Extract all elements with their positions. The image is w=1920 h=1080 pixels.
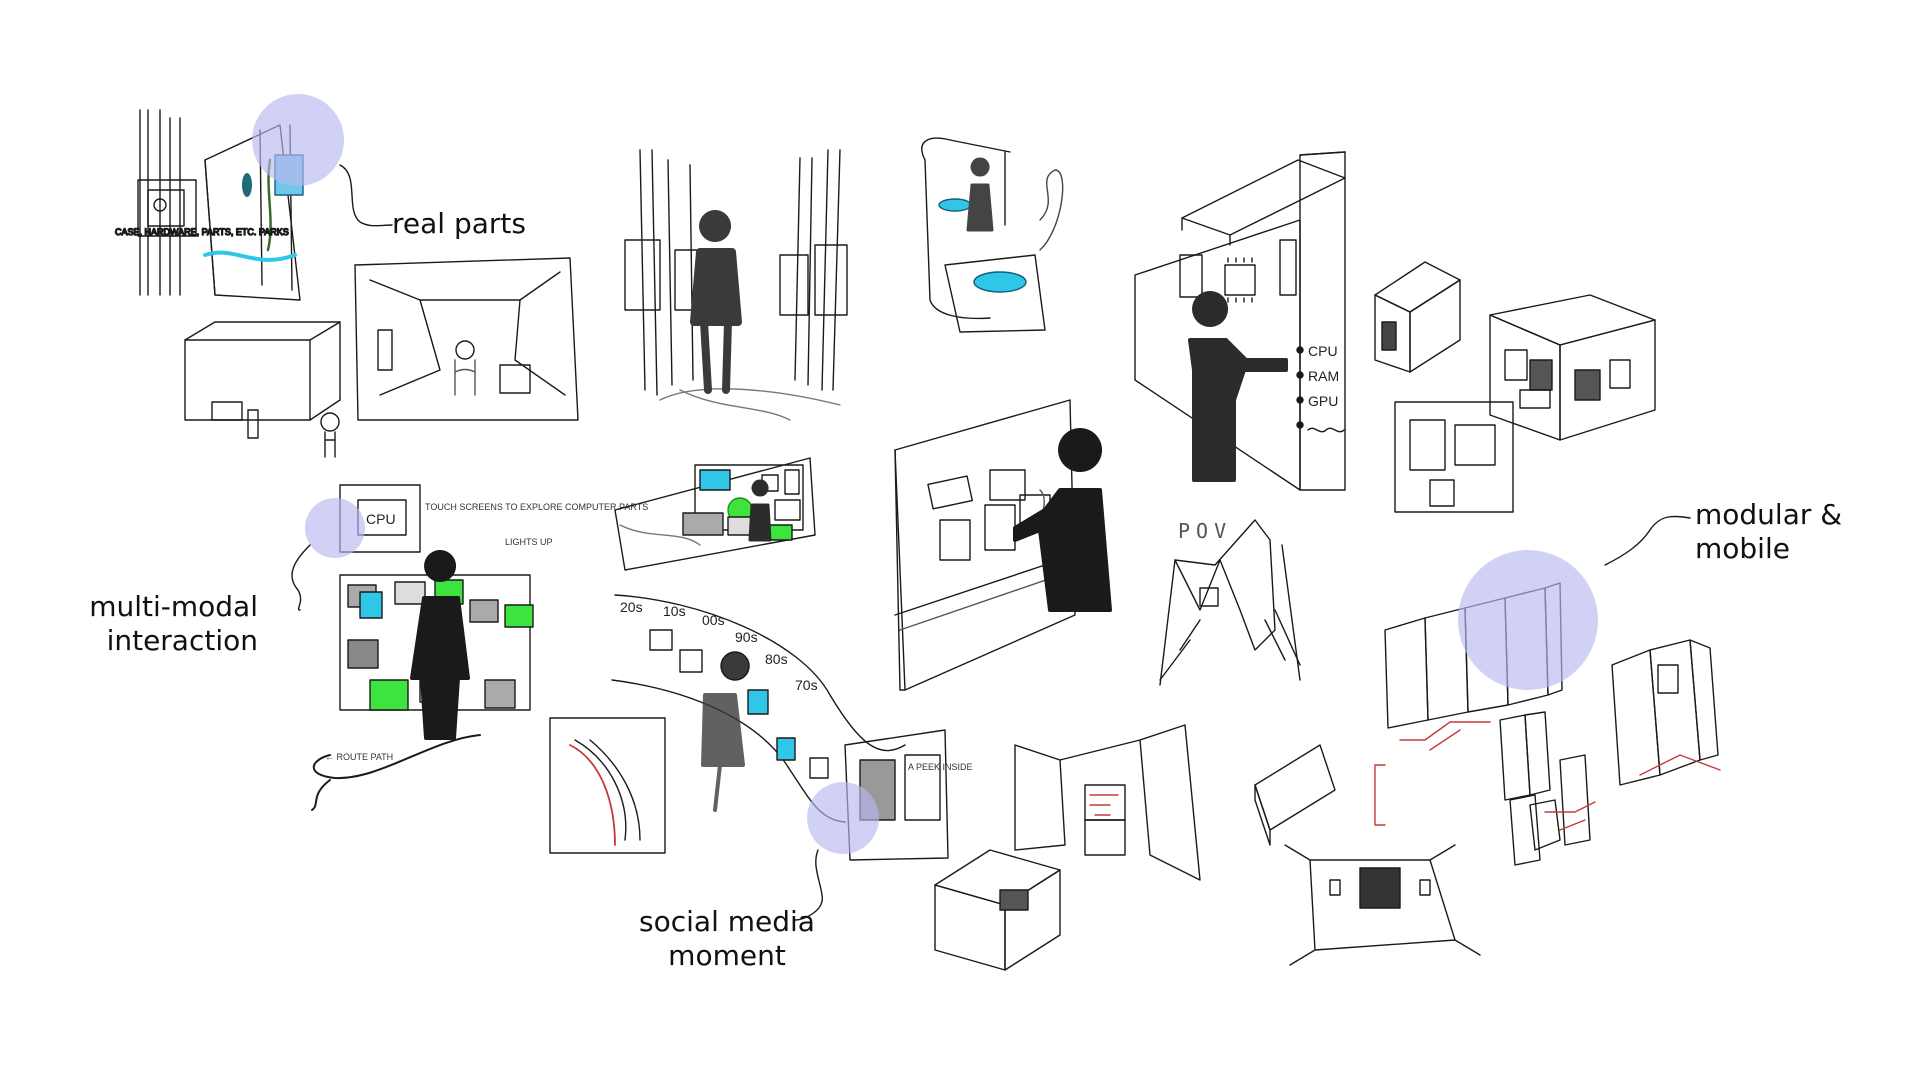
sketch-touch-board <box>614 457 816 571</box>
callout-multi-modal: multi-modal interaction <box>89 590 258 657</box>
sketch-route-card <box>549 717 666 854</box>
timeline-era-labels: 20s 10s 00s 90s 80s 70s <box>620 599 818 693</box>
sketch-big-wall <box>894 399 1112 691</box>
ram-label: RAM <box>1308 368 1339 384</box>
sketch-cube <box>1374 261 1656 513</box>
hero-note: A PEEK INSIDE <box>908 762 973 772</box>
era-label: 80s <box>765 651 788 667</box>
sketch-pov: POV <box>1159 519 1301 686</box>
cpu-screen-label: CPU <box>366 511 396 527</box>
sketch-modular <box>1384 515 1721 866</box>
sketch-timeline: A PEEK INSIDE <box>611 594 973 921</box>
pointing-note: TOUCH SCREENS TO EXPLORE COMPUTER PARTS <box>425 502 648 512</box>
era-label: 00s <box>702 612 725 628</box>
pov-label: POV <box>1178 519 1232 543</box>
sketch-hall <box>184 257 579 458</box>
sketch-corridor-walk <box>624 149 848 421</box>
sketch-booth <box>921 137 1064 333</box>
era-label: 90s <box>735 629 758 645</box>
era-label: 70s <box>795 677 818 693</box>
era-label: 20s <box>620 599 643 615</box>
sketch-small-room <box>1254 744 1481 966</box>
callout-real-parts: real parts <box>392 207 526 240</box>
sketch-real-parts: CASE, HARDWARE, PARTS, ETC. PARKS <box>114 94 393 301</box>
era-label: 10s <box>663 603 686 619</box>
callout-social-media: social media moment <box>639 905 815 972</box>
sketch-cpu-wall: CPU RAM GPU <box>1134 151 1346 491</box>
sketch-multimodal: CPU TOUCH SCREENS TO EXPLORE COMPUTER PA… <box>291 484 648 811</box>
cpu-label: CPU <box>1308 343 1338 359</box>
sketch-display-boxes <box>934 724 1201 971</box>
real-parts-note: CASE, HARDWARE, PARTS, ETC. PARKS <box>115 227 289 237</box>
callout-modular-mobile: modular & mobile <box>1695 498 1843 565</box>
gpu-label: GPU <box>1308 393 1338 409</box>
path-note: ← ROUTE PATH <box>325 752 393 762</box>
light-note: LIGHTS UP <box>505 537 553 547</box>
